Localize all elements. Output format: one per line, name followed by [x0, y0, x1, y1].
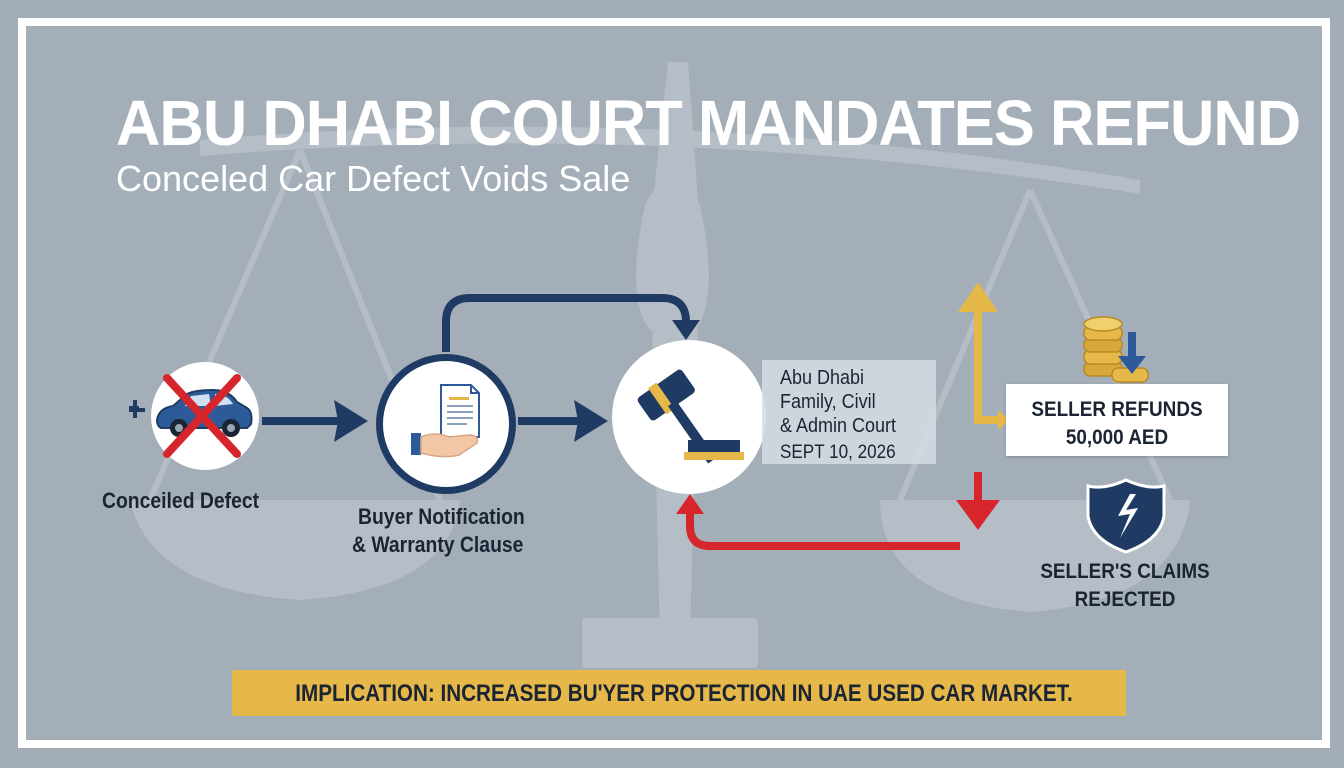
gavel-icon	[637, 369, 744, 464]
refund-text: SELLER REFUNDS 50,000 AED	[1006, 396, 1228, 452]
arrow-loop-top	[442, 294, 700, 352]
broken-shield-icon	[1086, 478, 1166, 554]
court-info-box	[762, 360, 936, 464]
court-name: Abu Dhabi Family, Civil & Admin Court	[780, 366, 909, 438]
coins-icon	[1083, 316, 1149, 383]
gold-up-arrow	[958, 282, 1010, 430]
step-defect-label: Conceiled Defect	[102, 488, 260, 513]
red-down-arrow	[956, 472, 1000, 530]
implication-banner	[232, 670, 1126, 716]
step-notification-label-2: & Warranty Clause	[352, 532, 524, 557]
court-circle	[612, 340, 766, 494]
crossed-car-icon	[129, 374, 253, 458]
court-date: SEPT 10, 2026	[780, 442, 896, 463]
page-subtitle: Conceled Car Defect Voids Sale	[116, 158, 631, 199]
defect-circle	[129, 362, 259, 470]
page-title: ABU DHABI COURT MANDATES REFUND	[116, 87, 1301, 159]
claims-line1: SELLER'S CLAIMS	[1040, 560, 1210, 583]
claims-line2: REJECTED	[1074, 588, 1176, 611]
refund-box	[1006, 384, 1228, 456]
claims-text: SELLER'S CLAIMS REJECTED	[1022, 558, 1228, 614]
implication-text: IMPLICATION: INCREASED BU'YER PROTECTION…	[232, 680, 1126, 708]
scale-left-pan	[130, 500, 460, 600]
refund-line1: SELLER REFUNDS	[1031, 398, 1203, 421]
document-hand-icon	[411, 384, 480, 458]
notification-circle	[376, 354, 516, 494]
court-name-line1: Abu Dhabi	[780, 367, 865, 389]
refund-line2: 50,000 AED	[1065, 426, 1169, 449]
arrow-loop-bottom-red	[676, 494, 960, 550]
court-name-line2: Family, Civil	[780, 391, 876, 413]
step-notification-label-1: Buyer Notification	[358, 504, 525, 529]
court-name-line3: & Admin Court	[780, 415, 897, 437]
implication-text-span: IMPLICATION: INCREASED BU'YER PROTECTION…	[295, 680, 1073, 707]
arrow-defect-to-notification	[262, 400, 368, 442]
arrow-notification-to-court	[518, 400, 608, 442]
